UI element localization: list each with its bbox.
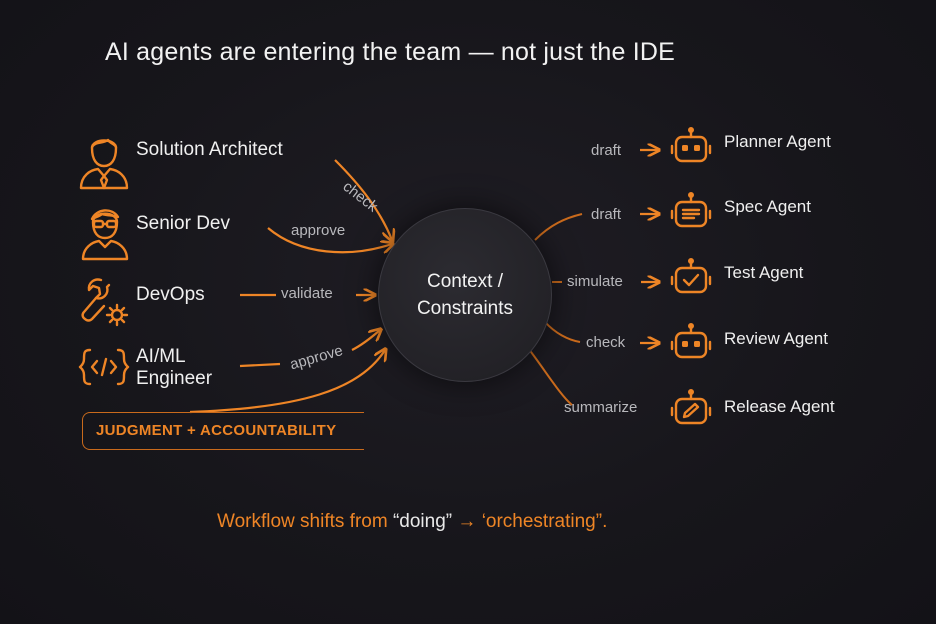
action-approve-label: approve bbox=[291, 222, 346, 239]
connector-aiml-b bbox=[351, 330, 380, 351]
role-aiml-engineer-line1: AI/ML bbox=[136, 346, 186, 367]
agent-review: Review Agent bbox=[724, 329, 828, 348]
connector-accountability bbox=[189, 350, 385, 414]
agent-action-spec: draft bbox=[591, 206, 622, 223]
connector-spec bbox=[534, 213, 583, 241]
action-validate-label: validate bbox=[281, 285, 333, 302]
connector-senior-dev bbox=[267, 227, 392, 252]
role-senior-dev: Senior Dev bbox=[136, 213, 230, 234]
caption-orchestrating: ‘orchestrating” bbox=[481, 511, 603, 532]
agent-test: Test Agent bbox=[724, 263, 804, 282]
connector-architect bbox=[334, 159, 392, 240]
page-title: AI agents are entering the team — not ju… bbox=[105, 38, 676, 66]
connector-release bbox=[527, 347, 573, 406]
agent-action-test: simulate bbox=[567, 273, 623, 290]
caption-part1: Workflow shifts from bbox=[217, 511, 393, 532]
caption-doing: “doing” bbox=[392, 511, 453, 532]
agent-release: Release Agent bbox=[724, 397, 835, 416]
wrench-gear-icon bbox=[81, 278, 129, 327]
agent-action-release: summarize bbox=[564, 399, 638, 416]
agent-action-review: check bbox=[586, 334, 626, 351]
connector-aiml-a bbox=[239, 362, 281, 368]
accountability-badge-frame bbox=[82, 412, 364, 450]
caption-arrow: → bbox=[452, 511, 482, 532]
caption-end: . bbox=[602, 511, 608, 532]
robot-document-icon bbox=[670, 192, 712, 228]
context-constraints-hub: Context / Constraints bbox=[378, 208, 552, 382]
developer-person-icon bbox=[81, 209, 129, 261]
workflow-caption: Workflow shifts from “doing” → ‘orchestr… bbox=[217, 511, 607, 533]
robot-edit-icon bbox=[670, 389, 712, 425]
role-aiml-engineer-line2: Engineer bbox=[136, 368, 213, 389]
role-solution-architect: Solution Architect bbox=[136, 139, 283, 160]
connector-review bbox=[544, 321, 581, 343]
architect-person-icon bbox=[79, 138, 129, 190]
robot-icon bbox=[670, 127, 712, 163]
accountability-badge: JUDGMENT + ACCOUNTABILITY bbox=[96, 422, 337, 439]
hub-line-1: Context / bbox=[426, 271, 504, 292]
robot-check-icon bbox=[670, 258, 712, 294]
robot-icon-review bbox=[670, 323, 712, 359]
agent-action-planner: draft bbox=[591, 142, 622, 159]
agent-planner: Planner Agent bbox=[724, 132, 831, 151]
role-devops: DevOps bbox=[136, 284, 205, 305]
hub-line-2: Constraints bbox=[416, 298, 514, 319]
agent-spec: Spec Agent bbox=[724, 197, 811, 216]
code-brackets-icon bbox=[78, 348, 130, 386]
